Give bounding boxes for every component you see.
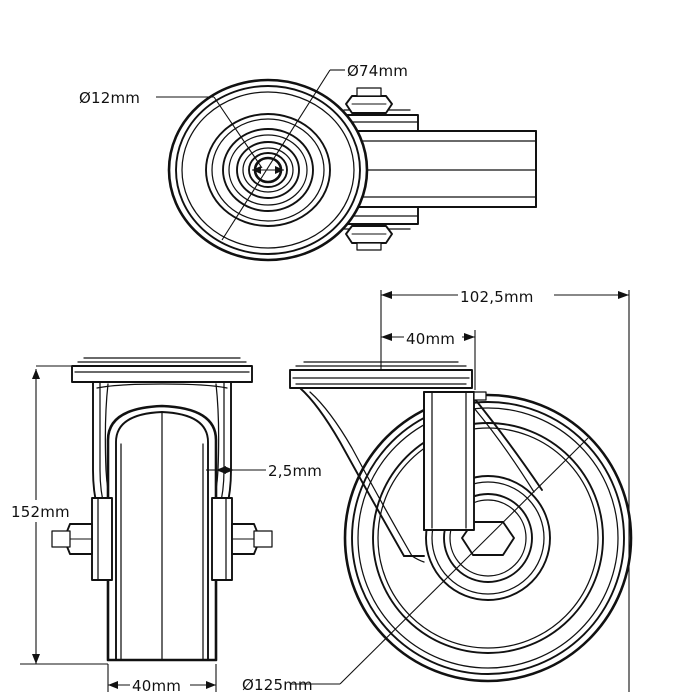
t-2-5mm-label: 2,5mm	[268, 462, 322, 480]
dimension-dia-74mm: Ø74mm	[221, 62, 408, 241]
front-view-mounting-plate	[71, 357, 253, 383]
dimension-40mm-offset: 40mm	[381, 326, 476, 390]
h-152mm-label: 152mm	[11, 503, 70, 521]
front-view: 152mm 40mm 2,5mm	[8, 357, 322, 695]
dia-12mm-label: Ø12mm	[79, 89, 140, 107]
dimension-dia-125mm: Ø125mm	[242, 437, 589, 694]
l-102-5mm-label: 102,5mm	[460, 288, 534, 306]
top-view: Ø12mm Ø74mm	[79, 62, 537, 262]
front-view-axle-nut-left	[51, 523, 93, 555]
dimension-40mm-width: 40mm	[107, 664, 217, 695]
front-view-wheel	[106, 404, 218, 662]
top-view-hex-bolt-lower	[345, 225, 393, 251]
front-view-axle-nut-right	[231, 523, 273, 555]
w-40mm-label: 40mm	[132, 677, 181, 695]
side-view-leg-tab	[473, 391, 487, 401]
o-40mm-label: 40mm	[406, 330, 455, 348]
top-view-fork-leg	[351, 130, 537, 208]
side-view-swivel-bracket	[299, 387, 543, 563]
dimension-152mm: 152mm	[8, 365, 108, 665]
side-view: 102,5mm 40mm Ø125mm	[242, 284, 633, 694]
dimension-2-5mm: 2,5mm	[206, 462, 322, 480]
dia-74mm-label: Ø74mm	[347, 62, 408, 80]
dia-125mm-label: Ø125mm	[242, 676, 313, 694]
side-view-fork-leg	[423, 391, 475, 531]
front-view-hubs	[91, 497, 233, 581]
top-view-hex-bolt-upper	[345, 87, 393, 114]
side-view-mounting-plate	[289, 361, 473, 389]
dimension-dia-12mm: Ø12mm	[79, 89, 284, 174]
dimension-102-5mm: 102,5mm	[380, 284, 630, 692]
